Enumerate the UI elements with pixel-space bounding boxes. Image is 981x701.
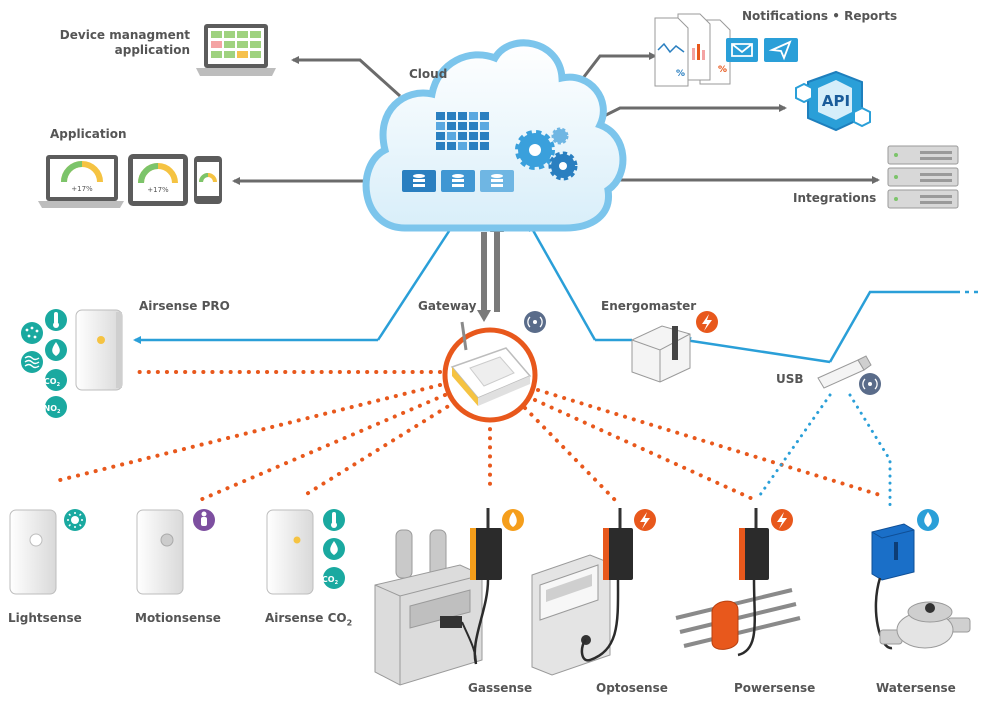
water-drop-icon <box>917 509 939 531</box>
powersense-label: Powersense <box>734 681 816 695</box>
notifications-reports-label: Notifications • Reports <box>742 9 898 23</box>
energomaster-label: Energomaster <box>601 299 697 313</box>
light-icon <box>64 509 86 531</box>
api-icon: API <box>795 70 871 132</box>
airsense-co2-label: Airsense CO2 <box>265 611 353 628</box>
optosense-sensor <box>580 508 633 662</box>
application-label: Application <box>50 127 127 141</box>
usb-wireless-icon <box>859 373 881 395</box>
usb-label: USB <box>776 372 804 386</box>
motion-icon <box>193 509 215 531</box>
airsense-co2-icons: CO2 <box>322 509 345 589</box>
gas-meter <box>374 529 483 686</box>
gateway-device <box>442 321 538 423</box>
device-management-laptop <box>196 24 276 76</box>
integrations-servers <box>887 145 959 209</box>
gateway-label: Gateway <box>418 299 477 313</box>
optosense-power-icon <box>634 509 656 531</box>
airsense-pro-device <box>75 309 123 391</box>
watersense-sensor <box>871 523 915 650</box>
send-icon <box>764 38 798 62</box>
current-clamp <box>711 600 739 650</box>
powersense-power-icon <box>771 509 793 531</box>
motionsense-device <box>136 509 184 595</box>
wireless-icon <box>524 311 546 333</box>
lightsense-device <box>9 509 57 595</box>
water-meter <box>879 601 971 649</box>
svg-text:%: % <box>718 65 727 75</box>
gassense-label: Gassense <box>468 681 533 695</box>
motionsense-label: Motionsense <box>135 611 221 625</box>
gassense-sensor <box>461 508 502 665</box>
gateway-sensor-links <box>58 370 882 502</box>
cloud-label: Cloud <box>409 67 447 81</box>
energomaster-device <box>631 325 691 383</box>
energomaster-power-icon <box>696 311 718 333</box>
application-devices: +17% +17% <box>38 154 222 208</box>
svg-text:NO2: NO2 <box>44 404 62 415</box>
email-icon <box>726 38 758 62</box>
cloud <box>362 39 627 232</box>
data-grid-icon <box>436 112 489 150</box>
cloud-input-arrows <box>133 220 960 364</box>
svg-text:CO2: CO2 <box>44 377 61 388</box>
airsense-pro-icons: CO2 NO2 <box>21 309 67 418</box>
reports-documents: % % <box>654 13 731 87</box>
svg-text:CO2: CO2 <box>322 575 339 586</box>
usb-stick <box>817 355 872 389</box>
gas-flame-icon <box>502 509 524 531</box>
svg-text:+17%: +17% <box>147 186 169 194</box>
watersense-label: Watersense <box>876 681 956 695</box>
gears-icon <box>515 127 578 181</box>
airsense-co2-device <box>266 509 314 595</box>
lightsense-label: Lightsense <box>8 611 82 625</box>
svg-text:API: API <box>822 92 850 110</box>
powersense-sensor <box>737 508 769 657</box>
airsense-pro-label: Airsense PRO <box>139 299 230 313</box>
usb-links <box>758 393 892 507</box>
svg-text:%: % <box>676 69 685 79</box>
optosense-label: Optosense <box>596 681 668 695</box>
database-icon <box>402 170 514 192</box>
svg-text:+17%: +17% <box>71 185 93 193</box>
device-management-label: Device managment application <box>59 28 190 57</box>
integrations-label: Integrations <box>793 191 877 205</box>
gateway-cloud-arrows <box>477 220 504 322</box>
